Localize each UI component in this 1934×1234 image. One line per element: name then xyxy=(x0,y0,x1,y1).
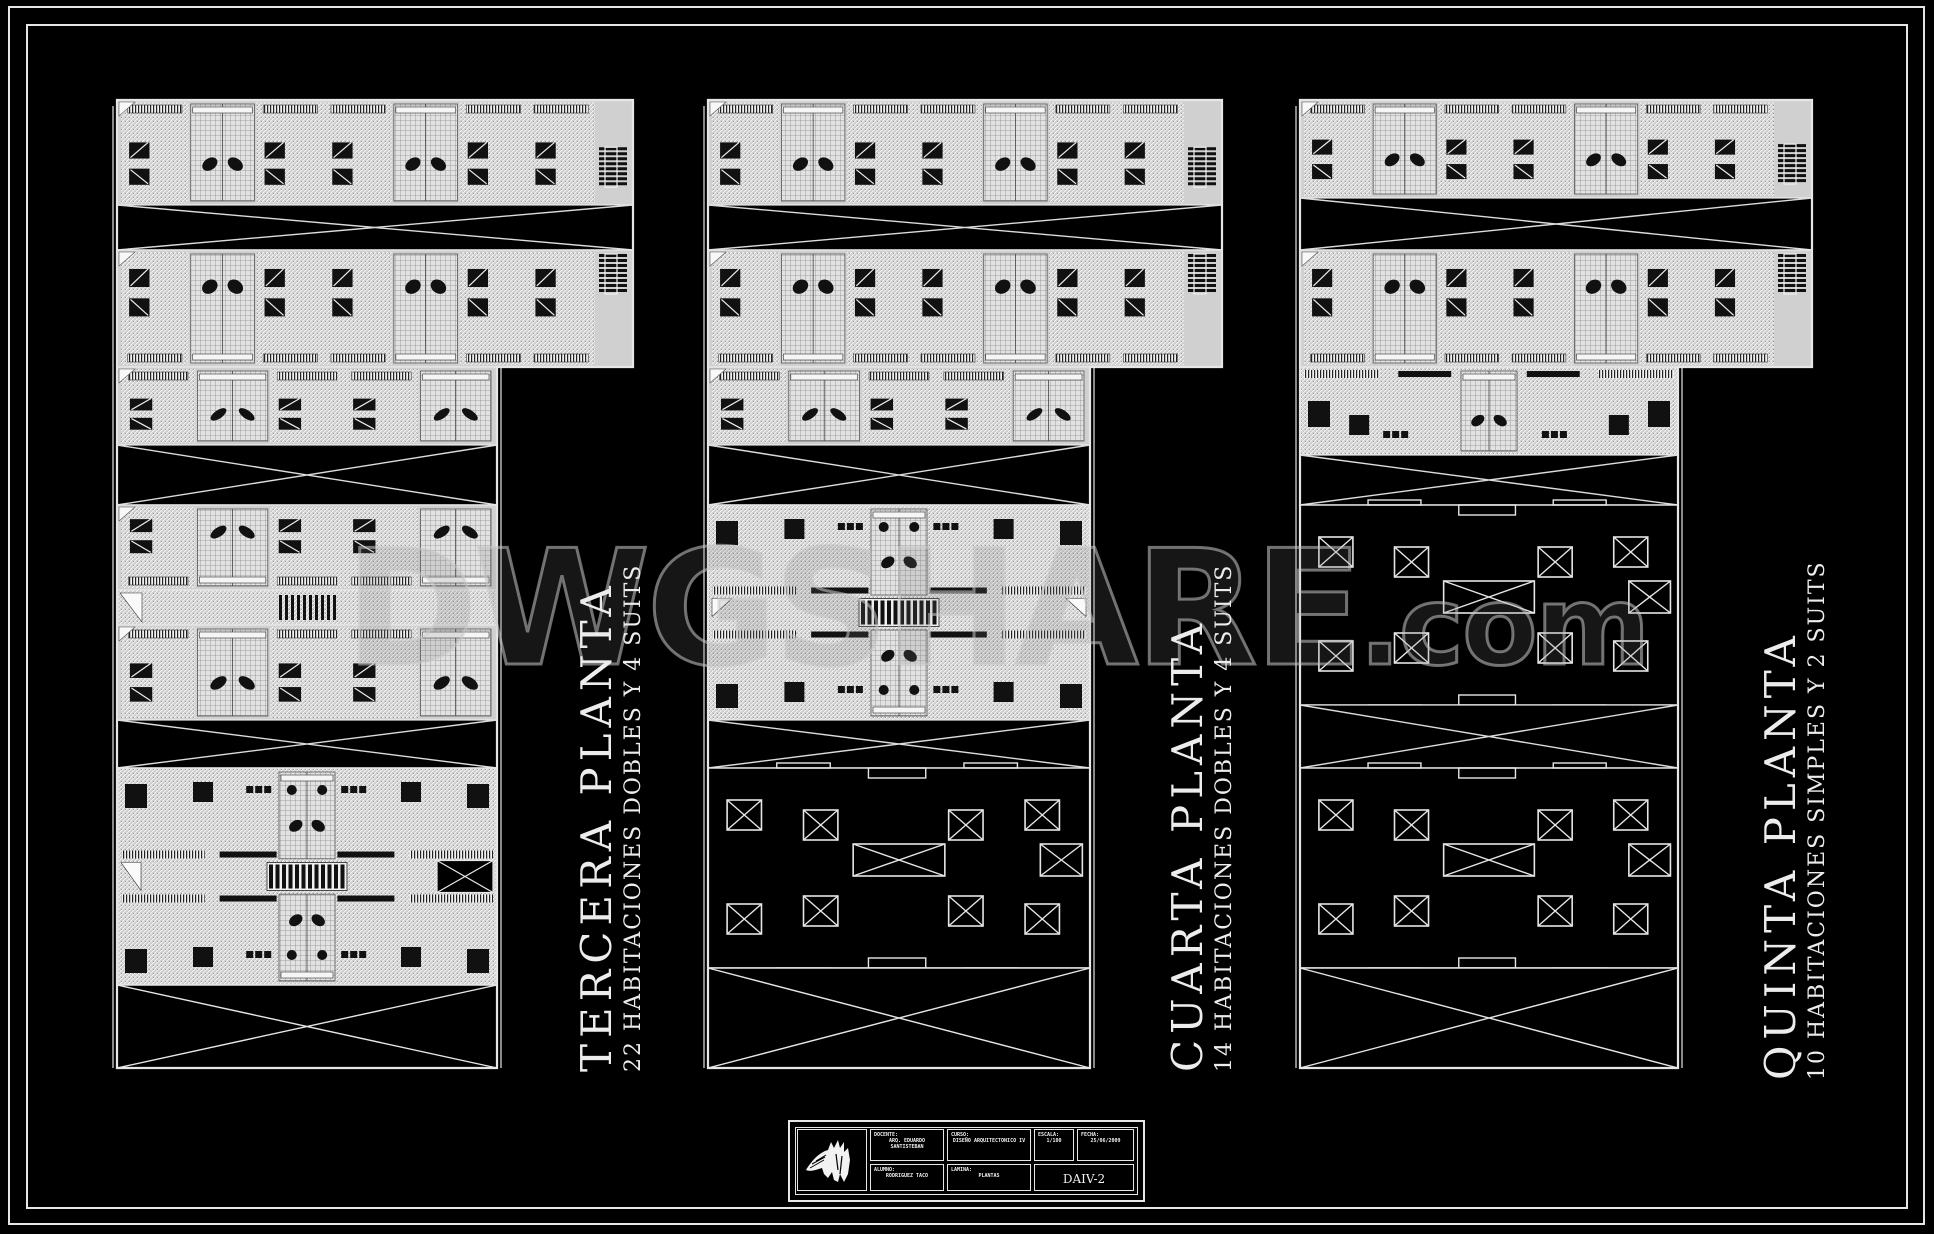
plan-band-void xyxy=(116,984,498,1069)
plan-band-rooms xyxy=(707,366,1091,446)
alumno-cell: ALUMNO: RODRIGUEZ TACO xyxy=(870,1164,944,1191)
plan-band-columns xyxy=(707,762,1091,974)
escala-value: 1/100 xyxy=(1046,1138,1062,1144)
plan-band-columns xyxy=(1299,499,1679,711)
alumno-value: RODRIGUEZ TACO xyxy=(885,1173,929,1179)
plan-band-corridor xyxy=(1299,454,1679,506)
sheet-frame-outer xyxy=(8,6,1925,1225)
fecha-cell: FECHA: 25/06/2009 xyxy=(1077,1129,1134,1161)
plan-subtitle: 10 HABITACIONES SIMPLES Y 2 SUITS xyxy=(1805,560,1830,1080)
lamina-cell: LAMINA: PLANTAS xyxy=(947,1164,1031,1191)
plan-band-suite xyxy=(116,767,498,986)
plan-band-corridor xyxy=(707,444,1091,506)
floor-plans-layer xyxy=(112,98,1814,1070)
docente-value: ARQ. EDUARDO SANTISTEBAN xyxy=(888,1138,926,1150)
escala-label: ESCALA: xyxy=(1038,1132,1060,1138)
plan-title: TERCERA PLANTA xyxy=(572,580,621,1072)
plan-band-suite xyxy=(707,504,1091,721)
curso-value: DISEÑO ARQUITECTONICO IV xyxy=(952,1138,1026,1144)
fecha-label: FECHA: xyxy=(1081,1132,1100,1138)
plan-band-corridor xyxy=(1299,704,1679,769)
plan-band-corridor xyxy=(707,719,1091,769)
docente-label: DOCENTE: xyxy=(874,1132,899,1138)
sheet-code-cell: DAIV-2 xyxy=(1034,1164,1134,1191)
plan-band-halfsuite xyxy=(1299,366,1679,456)
plan-band-columns xyxy=(1299,762,1679,974)
plan-label-quinta: QUINTA PLANTA 10 HABITACIONES SIMPLES Y … xyxy=(1756,560,1832,1080)
sheet-frame-inner xyxy=(26,24,1908,1209)
plan-subtitle: 22 HABITACIONES DOBLES Y 4 SUITS xyxy=(621,563,646,1072)
plan-band-rooms xyxy=(707,99,1223,206)
fecha-value: 25/06/2009 xyxy=(1090,1138,1121,1144)
plan-band-rooms xyxy=(1299,99,1813,199)
plan-band-rooms xyxy=(116,624,498,721)
plan-title: QUINTA PLANTA xyxy=(1756,630,1805,1080)
curso-label: CURSO: xyxy=(951,1132,970,1138)
alumno-label: ALUMNO: xyxy=(874,1167,896,1173)
docente-cell: DOCENTE: ARQ. EDUARDO SANTISTEBAN xyxy=(870,1129,944,1161)
plan-band-corridor xyxy=(116,444,498,506)
plan-band-rooms xyxy=(707,249,1223,368)
plan-band-corridor xyxy=(116,719,498,769)
plan-band-void xyxy=(1299,967,1679,1069)
floor-plan-quinta xyxy=(1295,98,1814,1070)
curso-cell: CURSO: DISEÑO ARQUITECTONICO IV xyxy=(947,1129,1031,1161)
plan-band-rooms xyxy=(1299,249,1813,368)
floor-plan-tercera xyxy=(112,98,635,1070)
lamina-label: LAMINA: xyxy=(951,1167,973,1173)
plan-band-void xyxy=(707,967,1091,1069)
plan-band-rooms xyxy=(116,366,498,446)
plan-subtitle: 14 HABITACIONES DOBLES Y 4 SUITS xyxy=(1212,563,1237,1072)
sheet-code: DAIV-2 xyxy=(1062,1172,1106,1186)
plan-label-cuarta: CUARTA PLANTA 14 HABITACIONES DOBLES Y 4… xyxy=(1163,563,1239,1072)
title-block-inner-border xyxy=(795,1127,1138,1195)
winged-figures-logo-icon xyxy=(797,1129,867,1191)
plan-band-service xyxy=(116,589,498,626)
title-block: DOCENTE: ARQ. EDUARDO SANTISTEBAN CURSO:… xyxy=(788,1120,1145,1202)
plan-title: CUARTA PLANTA xyxy=(1163,617,1212,1072)
plan-band-rooms xyxy=(116,249,634,368)
floor-plan-cuarta xyxy=(703,98,1224,1070)
plan-band-corridor xyxy=(1299,197,1813,251)
escala-cell: ESCALA: 1/100 xyxy=(1034,1129,1074,1161)
logo-graphic xyxy=(806,1140,850,1182)
plan-label-tercera: TERCERA PLANTA 22 HABITACIONES DOBLES Y … xyxy=(572,563,648,1072)
lamina-value: PLANTAS xyxy=(978,1173,1000,1179)
